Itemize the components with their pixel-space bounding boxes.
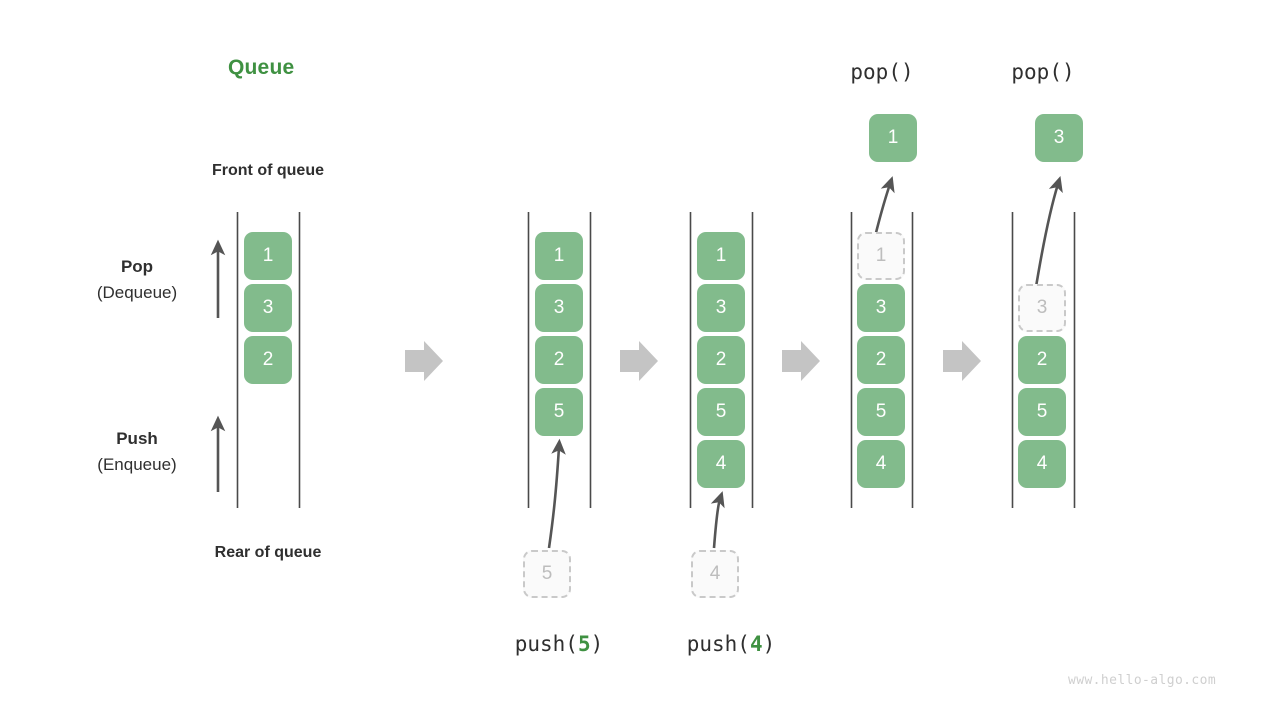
queue-box: 2 xyxy=(697,336,745,384)
rear-of-queue-label: Rear of queue xyxy=(214,544,322,561)
popped-element: 3 xyxy=(1035,114,1083,162)
caption-arg: 4 xyxy=(749,632,763,656)
queue-box: 2 xyxy=(535,336,583,384)
popped-element: 1 xyxy=(869,114,917,162)
transition-arrow-2-icon xyxy=(620,341,658,381)
front-of-queue-label: Front of queue xyxy=(212,162,324,179)
queue-box: 5 xyxy=(535,388,583,436)
queue-box: 1 xyxy=(697,232,745,280)
transition-arrow-3-icon xyxy=(782,341,820,381)
dequeue-label: (Dequeue) xyxy=(96,283,178,302)
incoming-element-ghost: 4 xyxy=(691,550,739,598)
queue-rails xyxy=(236,212,1076,508)
caption-prefix: push( xyxy=(514,632,578,656)
queue-box: 2 xyxy=(244,336,292,384)
queue-box: 4 xyxy=(857,440,905,488)
transition-arrow-4-icon xyxy=(943,341,981,381)
queue-box: 3 xyxy=(535,284,583,332)
enqueue-label: (Enqueue) xyxy=(97,455,177,474)
queue-box: 5 xyxy=(697,388,745,436)
queue-box: 5 xyxy=(1018,388,1066,436)
queue-box: 4 xyxy=(1018,440,1066,488)
push-4-arrow-icon xyxy=(710,491,725,549)
caption-suffix: ) xyxy=(762,632,776,656)
transition-arrow-1-icon xyxy=(405,341,443,381)
queue-box: 1 xyxy=(535,232,583,280)
queue-box: 1 xyxy=(244,232,292,280)
queue-box: 3 xyxy=(697,284,745,332)
queue-box: 2 xyxy=(1018,336,1066,384)
queue-box: 4 xyxy=(697,440,745,488)
caption-arg: 5 xyxy=(577,632,591,656)
queue-box: 5 xyxy=(857,388,905,436)
push-label-group: Push (Enqueue) xyxy=(62,426,212,478)
caption-prefix: push( xyxy=(686,632,750,656)
pop-3-arrow-icon xyxy=(1033,176,1063,294)
push-5-arrow-icon xyxy=(547,438,566,549)
pop-label-group: Pop (Dequeue) xyxy=(62,254,212,306)
pop-op-label-2: pop() xyxy=(1011,60,1075,84)
caption-suffix: ) xyxy=(590,632,604,656)
queue-box-ghost: 3 xyxy=(1018,284,1066,332)
queue-box: 2 xyxy=(857,336,905,384)
watermark: www.hello-algo.com xyxy=(1068,673,1217,688)
pop-op-label-1: pop() xyxy=(850,60,914,84)
pop-label: Pop xyxy=(120,257,154,276)
queue-box: 3 xyxy=(244,284,292,332)
page-title: Queue xyxy=(228,56,295,79)
push-5-caption: push(5) xyxy=(459,632,659,656)
push-4-caption: push(4) xyxy=(631,632,831,656)
queue-box-ghost: 1 xyxy=(857,232,905,280)
queue-box: 3 xyxy=(857,284,905,332)
push-label: Push xyxy=(116,429,158,448)
incoming-element-ghost: 5 xyxy=(523,550,571,598)
